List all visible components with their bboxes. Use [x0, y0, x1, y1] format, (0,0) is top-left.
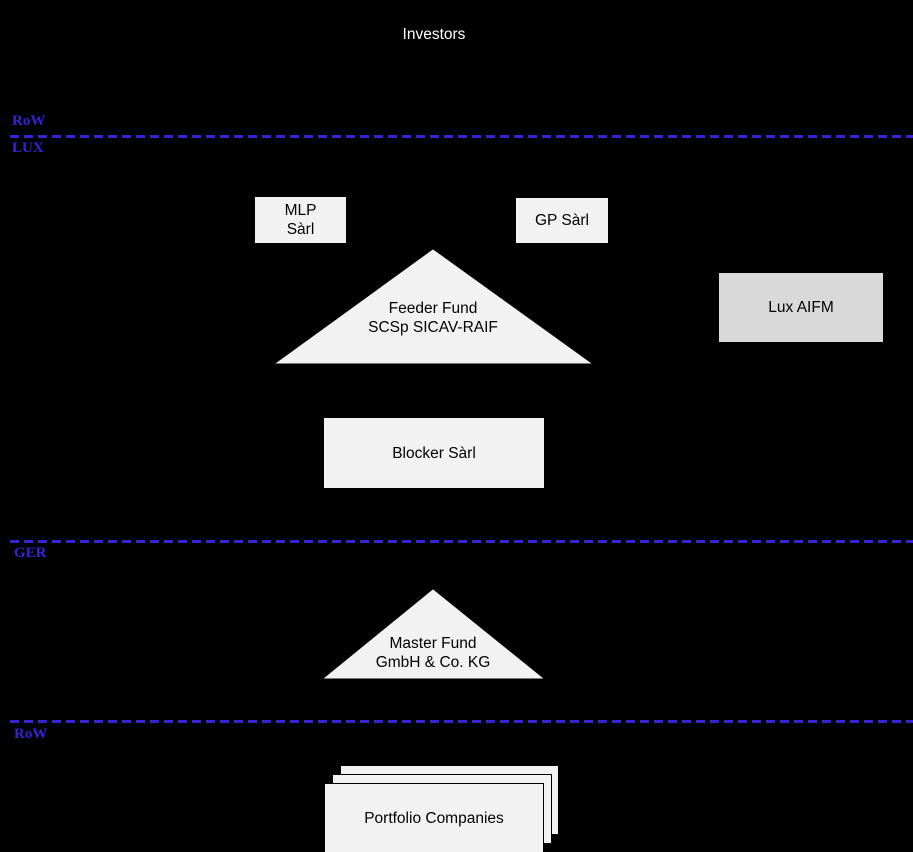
zone-label-row-bottom: RoW	[14, 726, 48, 742]
master-fund-triangle	[323, 589, 544, 679]
feeder-fund-triangle	[275, 249, 592, 364]
investors-label: Investors	[402, 26, 466, 43]
portfolio-companies-card-middle	[332, 774, 552, 844]
zone-label-lux: LUX	[12, 140, 44, 156]
zone-label-row-top: RoW	[12, 113, 46, 129]
zone-label-ger: GER	[14, 545, 47, 561]
